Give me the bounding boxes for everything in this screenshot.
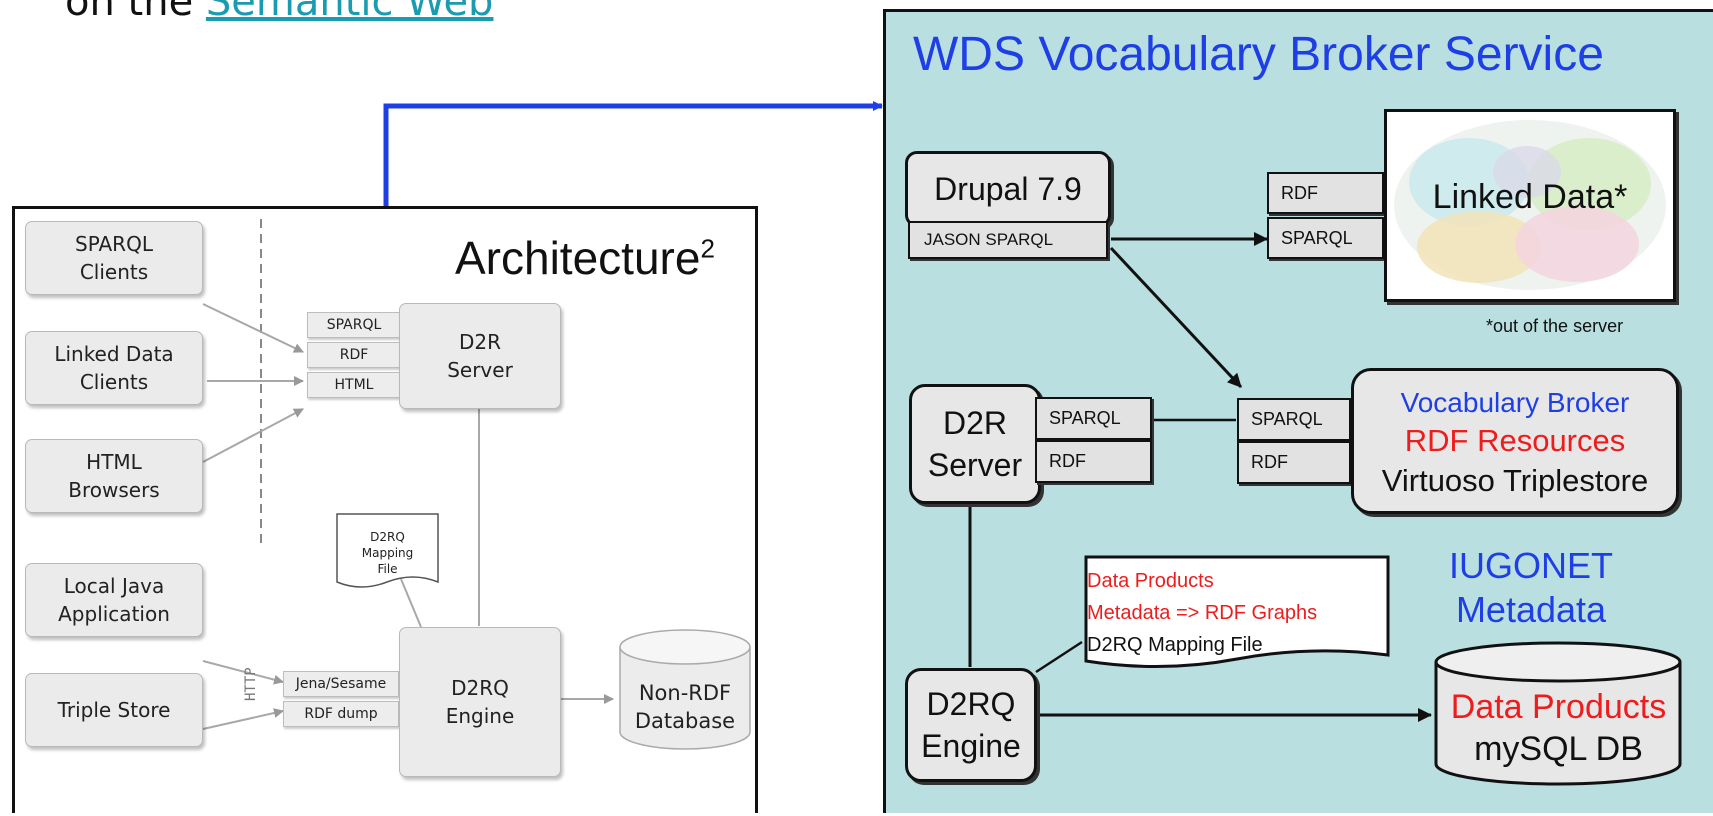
engine-port-rdf-dump: RDF dump — [283, 701, 399, 727]
sparql-clients-box: SPARQL Clients — [25, 221, 203, 295]
note-metadata-rdf-graphs: Metadata => RDF Graphs — [1087, 602, 1318, 624]
non-rdf-database-label: Non-RDF Database — [634, 681, 736, 733]
mapping-note-shape — [1084, 555, 1390, 669]
triple-store-box: Triple Store — [25, 673, 203, 747]
linked-data-label: Linked Data* — [1432, 178, 1628, 216]
heading-prefix: on the — [65, 0, 206, 25]
d2r-port-rdf: RDF — [307, 342, 401, 368]
semantic-web-link[interactable]: Semantic Web — [205, 0, 494, 25]
vocab-broker-port-rdf: RDF — [1237, 441, 1351, 484]
engine-port-jena-sesame: Jena/Sesame — [283, 671, 399, 697]
linked-data-cloud-graphic — [1394, 120, 1666, 290]
wds-connectors — [968, 232, 1432, 722]
d2r-server-box: D2R Server — [399, 303, 561, 409]
local-java-application-box: Local Java Application — [25, 563, 203, 637]
mapping-note-text: Data Products Metadata => RDF Graphs D2R… — [1087, 565, 1317, 661]
html-browsers-box: HTML Browsers — [25, 439, 203, 513]
d2r-port-sparql: SPARQL — [307, 312, 401, 338]
d2rq-engine-box: D2RQ Engine — [399, 627, 561, 777]
vocab-broker-port-sparql: SPARQL — [1237, 398, 1351, 441]
d2r-port-html: HTML — [307, 372, 401, 398]
architecture-panel: SPARQL Clients Linked Data Clients HTML … — [12, 206, 758, 813]
wds-title: WDS Vocabulary Broker Service — [913, 28, 1604, 81]
linked-data-port-rdf: RDF — [1267, 172, 1384, 214]
iugonet-metadata-label: IUGONET Metadata — [1448, 545, 1613, 630]
d2r-port-sparql: SPARQL — [1035, 397, 1152, 440]
architecture-title: Architecture2 — [455, 232, 715, 284]
wds-panel: WDS Vocabulary Broker Service Drupal 7.9… — [883, 9, 1713, 813]
rdf-resources-label: RDF Resources — [1404, 423, 1626, 458]
d2rq-engine-box: D2RQ Engine — [905, 668, 1037, 782]
db-data-products-label: Data Products — [1450, 688, 1667, 726]
http-label: HTTP — [243, 667, 259, 701]
mysql-database-cylinder — [1434, 641, 1682, 786]
d2r-port-rdf: RDF — [1035, 440, 1152, 483]
linked-data-port-sparql: SPARQL — [1267, 217, 1384, 259]
architecture-connectors — [202, 219, 614, 730]
linked-data-footnote: *out of the server — [1486, 316, 1624, 336]
virtuoso-triplestore-label: Virtuoso Triplestore — [1381, 463, 1649, 498]
architecture-to-wds-arrow — [383, 101, 883, 206]
linked-data-cloud: Linked Data* — [1384, 109, 1676, 302]
vocabulary-broker-box: Vocabulary Broker RDF Resources Virtuoso… — [1351, 368, 1679, 514]
page-heading: on the Semantic Web — [65, 0, 493, 26]
architecture-footnote-mark: 2 — [700, 233, 715, 264]
linked-data-clients-box: Linked Data Clients — [25, 331, 203, 405]
drupal-port-jason-sparql: JASON SPARQL — [908, 221, 1108, 259]
mapping-file-shape — [336, 513, 439, 588]
d2r-server-box: D2R Server — [909, 384, 1041, 504]
note-d2rq-mapping-file: D2RQ Mapping File — [1087, 634, 1263, 656]
db-mysql-label: mySQL DB — [1474, 730, 1643, 768]
vocabulary-broker-label: Vocabulary Broker — [1400, 387, 1630, 418]
drupal-box: Drupal 7.9 — [905, 151, 1111, 227]
note-data-products: Data Products — [1087, 570, 1214, 592]
mapping-file-label: D2RQ Mapping File — [361, 530, 414, 576]
non-rdf-database-cylinder — [619, 629, 751, 750]
